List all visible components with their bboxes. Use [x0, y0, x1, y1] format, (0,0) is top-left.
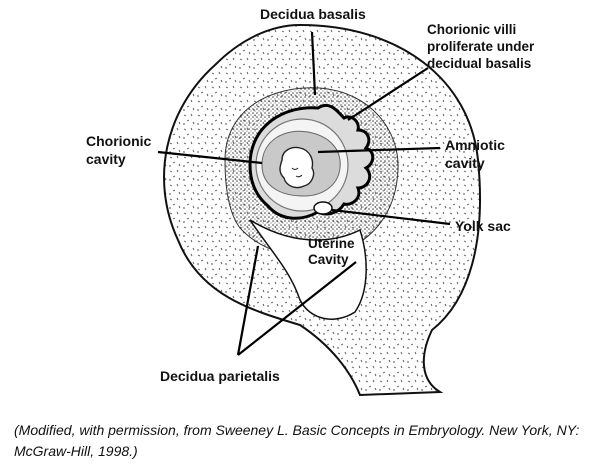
uterine-cavity-shape: [249, 219, 367, 320]
label-chorionic-cavity-2: cavity: [86, 151, 126, 167]
leader-decidua-parietalis-left: [236, 245, 260, 356]
leader-yolk-sac: [331, 208, 451, 226]
label-decidua-basalis: Decidua basalis: [260, 6, 366, 22]
caption-line-2: McGraw-Hill, 1998.): [14, 443, 138, 459]
embryo-shape: [279, 146, 315, 189]
leader-decidua-parietalis-right: [237, 261, 357, 356]
label-uterine-cavity-2: Cavity: [308, 252, 349, 267]
label-amniotic-cavity-1: Amniotic: [445, 137, 505, 153]
label-uterine-cavity-1: Uterine: [308, 236, 355, 251]
leader-chorionic-cavity: [157, 150, 263, 165]
yolk-sac-shape: [313, 201, 333, 215]
caption-line-1: (Modified, with permission, from Sweeney…: [14, 422, 580, 438]
leader-chorionic-villi: [347, 67, 429, 121]
leader-decidua-basalis: [310, 31, 317, 96]
label-decidua-parietalis: Decidua parietalis: [160, 368, 280, 384]
label-amniotic-cavity-2: cavity: [445, 155, 485, 171]
label-chorionic-villi-3: decidual basalis: [427, 56, 531, 71]
label-chorionic-villi-2: proliferate under: [427, 39, 535, 54]
figure-caption: (Modified, with permission, from Sweeney…: [14, 420, 604, 462]
label-yolk-sac: Yolk sac: [455, 218, 511, 234]
label-chorionic-cavity-1: Chorionic: [86, 133, 152, 149]
label-chorionic-villi-1: Chorionic villi: [427, 22, 516, 37]
embryo-diagram: Decidua basalis Chorionic villi prolifer…: [86, 6, 535, 397]
leader-amniotic-cavity: [317, 146, 441, 154]
